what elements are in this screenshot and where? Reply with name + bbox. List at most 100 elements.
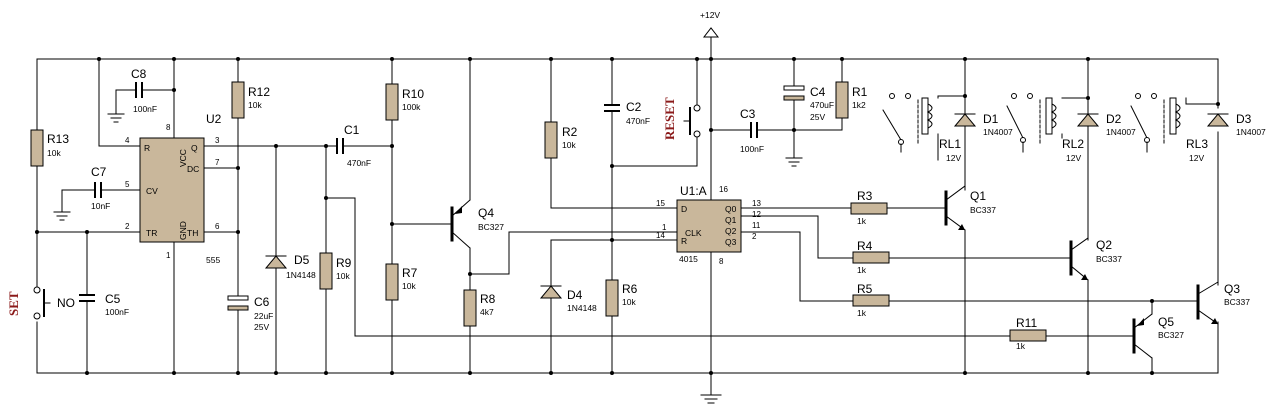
u1-pin-q1: Q1 xyxy=(725,215,737,225)
c4-ref: C4 xyxy=(810,85,826,99)
r10-ref: R10 xyxy=(402,87,424,101)
set-button: SET NO xyxy=(6,286,75,320)
diode-d3: D3 1N4007 xyxy=(1185,97,1266,137)
u1-num-14: 14 xyxy=(656,231,665,240)
r7-value: 10k xyxy=(402,281,416,291)
r5-value: 1k xyxy=(857,308,867,318)
r12-ref: R12 xyxy=(248,85,270,99)
u2-num-3: 3 xyxy=(215,136,220,145)
r11-value: 1k xyxy=(1016,341,1026,351)
c6-value: 22uF xyxy=(254,311,273,321)
u2-num-2: 2 xyxy=(125,222,130,231)
d1-value: 1N4007 xyxy=(983,127,1013,137)
r12-value: 10k xyxy=(248,100,262,110)
u1-part: 4015 xyxy=(679,254,698,264)
q3-value: BC337 xyxy=(1224,297,1250,307)
u2-num-6: 6 xyxy=(215,222,220,231)
rl1-ref: RL1 xyxy=(939,137,961,151)
transistor-q3: Q3 BC337 xyxy=(1196,281,1250,325)
r1-value: 1k2 xyxy=(852,100,866,110)
r2-ref: R2 xyxy=(562,125,578,139)
u2-num-7: 7 xyxy=(215,158,220,167)
u2-ref: U2 xyxy=(206,112,222,126)
u1-num-12: 12 xyxy=(752,210,761,219)
reset-label: RESET xyxy=(662,97,677,140)
u1-pin-q0: Q0 xyxy=(725,204,737,214)
u1-pin-r: R xyxy=(681,236,687,246)
d2-ref: D2 xyxy=(1106,112,1122,126)
resistor-r13: R13 10k xyxy=(30,129,69,167)
relay-rl3: RL3 12V xyxy=(1130,93,1208,163)
r8-ref: R8 xyxy=(480,292,496,306)
r13-ref: R13 xyxy=(47,132,69,146)
capacitor-c1: C1 470nF xyxy=(336,123,393,168)
resistor-r7: R7 10k xyxy=(385,263,418,374)
r9-value: 10k xyxy=(336,271,350,281)
set-type-label: NO xyxy=(57,296,75,310)
u1-num-13: 13 xyxy=(752,199,761,208)
u2-pin-tr: TR xyxy=(146,228,157,238)
d5-value: 1N4148 xyxy=(286,270,316,280)
r3-value: 1k xyxy=(857,216,867,226)
rl3-value: 12V xyxy=(1189,153,1204,163)
u1-num-15: 15 xyxy=(656,199,665,208)
u2-num-8: 8 xyxy=(166,123,171,132)
c4-value: 470uF xyxy=(810,100,834,110)
d3-ref: D3 xyxy=(1236,112,1252,126)
resistor-r1: R1 1k2 xyxy=(835,58,868,131)
r6-value: 10k xyxy=(622,297,636,307)
u2-pin-cv: CV xyxy=(146,186,158,196)
c5-value: 100nF xyxy=(105,307,129,317)
transistor-q1: Q1 BC337 xyxy=(944,185,996,374)
c6-voltage: 25V xyxy=(254,322,269,332)
r9-ref: R9 xyxy=(336,256,352,270)
reset-button: RESET xyxy=(611,58,701,167)
capacitor-c6: C6 22uF 25V xyxy=(227,231,273,374)
q3-ref: Q3 xyxy=(1224,282,1240,296)
q2-ref: Q2 xyxy=(1096,238,1112,252)
ic-u2-555: R VCC Q DC CV TR GND TH 4 8 3 7 5 2 1 6 … xyxy=(36,58,239,374)
c8-ref: C8 xyxy=(131,67,147,81)
capacitor-c5: C5 100nF xyxy=(79,231,129,374)
relay-rl2: RL2 12V xyxy=(1006,93,1084,163)
u2-pin-r: R xyxy=(144,143,150,153)
transistor-q2: Q2 BC337 xyxy=(1069,237,1122,374)
q4-value: BC327 xyxy=(478,222,504,232)
c6-ref: C6 xyxy=(254,295,270,309)
c7-ref: C7 xyxy=(91,165,107,179)
u2-pin-q: Q xyxy=(191,143,198,153)
d2-value: 1N4007 xyxy=(1106,127,1136,137)
q5-ref: Q5 xyxy=(1158,315,1174,329)
c3-ref: C3 xyxy=(740,107,756,121)
r4-value: 1k xyxy=(857,265,867,275)
u1-num-11: 11 xyxy=(752,221,761,230)
u2-num-1: 1 xyxy=(166,251,171,260)
q5-value: BC327 xyxy=(1158,330,1184,340)
ic-u1-4015: D CLK R Q0 Q1 Q2 Q3 15 1 14 13 12 11 2 1… xyxy=(656,58,761,374)
diode-d5: D5 1N4148 xyxy=(264,145,316,374)
rl2-ref: RL2 xyxy=(1062,137,1084,151)
resistor-r11: R11 1k xyxy=(1009,316,1135,351)
resistor-r9: R9 10k xyxy=(319,145,352,374)
u1-pin-q3: Q3 xyxy=(725,237,737,247)
r6-ref: R6 xyxy=(622,282,638,296)
u1-num-1: 1 xyxy=(662,223,667,232)
u1-num-16: 16 xyxy=(719,185,728,194)
q1-ref: Q1 xyxy=(970,189,986,203)
set-label: SET xyxy=(6,291,21,316)
transistor-q5: Q5 BC327 xyxy=(1132,300,1184,374)
rl2-value: 12V xyxy=(1066,153,1081,163)
d4-ref: D4 xyxy=(567,288,583,302)
u1-ref: U1:A xyxy=(680,184,707,198)
d1-ref: D1 xyxy=(983,112,999,126)
u1-num-8: 8 xyxy=(719,257,724,266)
r13-value: 10k xyxy=(47,148,61,158)
d3-value: 1N4007 xyxy=(1236,127,1266,137)
c8-value: 100nF xyxy=(133,104,157,114)
r1-ref: R1 xyxy=(852,85,868,99)
u2-pin-gnd: GND xyxy=(178,221,188,240)
c2-value: 470nF xyxy=(626,116,650,126)
d5-ref: D5 xyxy=(294,253,310,267)
rl3-ref: RL3 xyxy=(1186,137,1208,151)
supply-label: +12V xyxy=(700,10,720,20)
